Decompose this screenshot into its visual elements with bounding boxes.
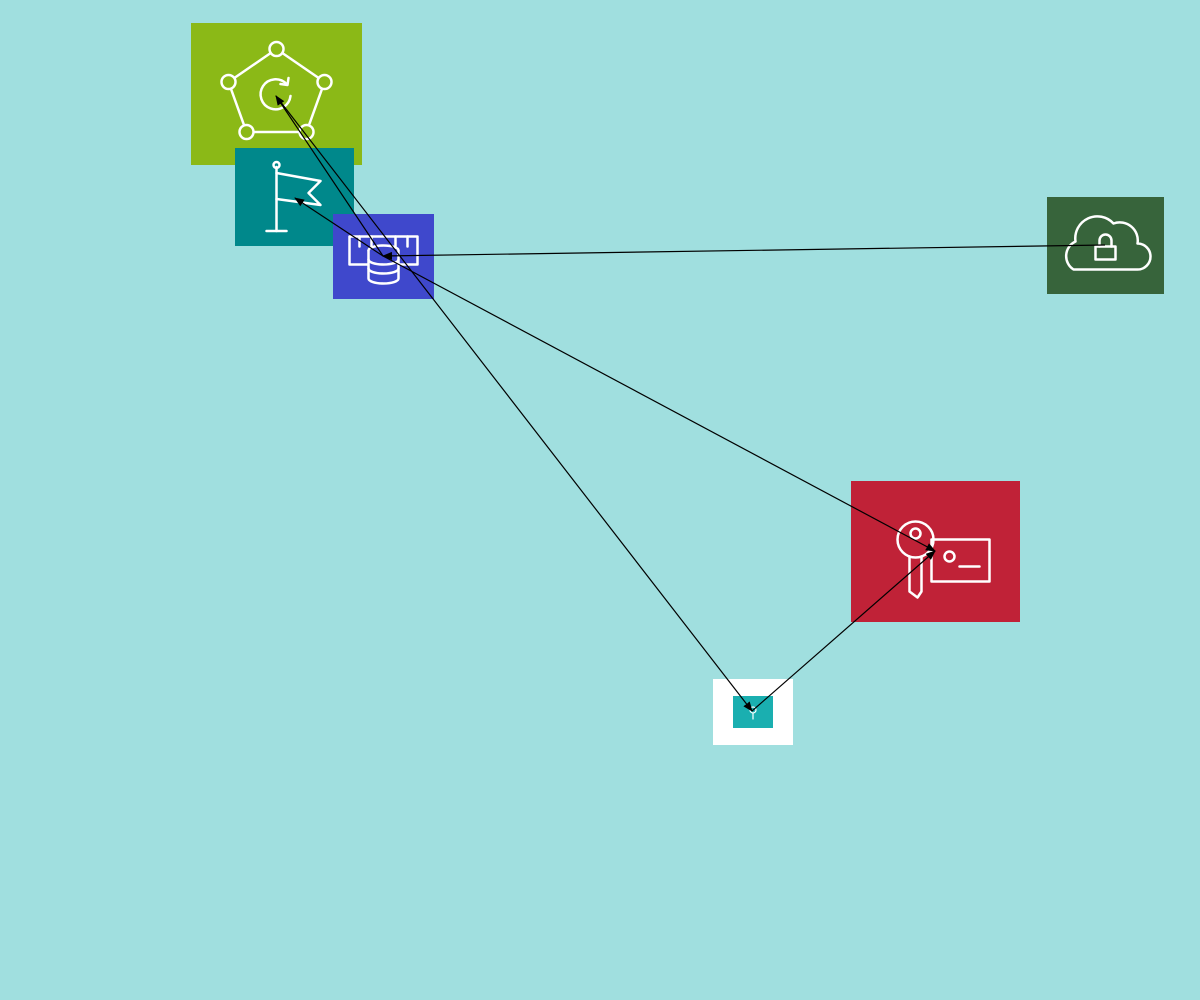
edge-n3-n2[interactable] [294, 197, 384, 257]
edge-n3-n5[interactable] [382, 255, 936, 552]
network-sync-node[interactable] [191, 23, 362, 165]
edge-n6-n5[interactable] [751, 550, 936, 712]
edge-n4-n3[interactable] [382, 244, 1106, 260]
flag-icon [265, 160, 322, 233]
lock-box-icon [733, 696, 773, 728]
key-card-icon [896, 520, 991, 599]
key-card-node-box [851, 481, 1020, 622]
network-sync-icon [220, 40, 333, 141]
edge-n3-n1[interactable] [275, 95, 384, 257]
key-card-node[interactable] [851, 481, 1020, 622]
edge-n1-n6[interactable] [275, 95, 753, 712]
lock-box-node[interactable] [713, 679, 793, 745]
